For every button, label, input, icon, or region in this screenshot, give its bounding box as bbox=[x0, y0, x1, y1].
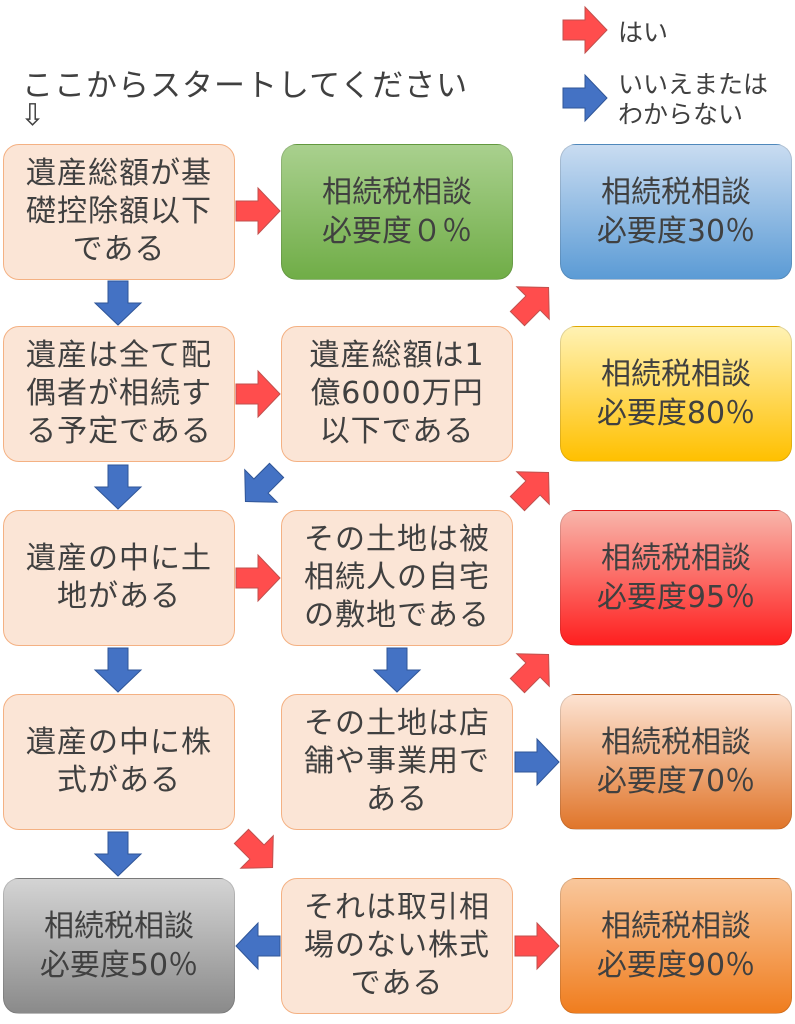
no-arrow-icon bbox=[235, 922, 281, 970]
legend-no-arrow-icon bbox=[562, 74, 608, 122]
question-total-estate-below-deduction: 遺産総額が基 礎控除額以下 である bbox=[3, 144, 235, 280]
question-label: 遺産総額は1 億6000万円 以下である bbox=[309, 338, 485, 449]
result-0-percent: 相続税相談 必要度０％ bbox=[281, 144, 513, 280]
result-label: 相続税相談 必要度90％ bbox=[596, 909, 756, 983]
yes-arrow-icon bbox=[235, 554, 281, 602]
yes-arrow-icon bbox=[500, 270, 566, 336]
question-label: 遺産は全て配 偶者が相続す る予定である bbox=[26, 338, 212, 449]
question-label: その土地は店 舗や事業用で ある bbox=[304, 706, 490, 817]
result-label: 相続税相談 必要度70％ bbox=[596, 725, 756, 799]
legend-yes-label: はい bbox=[618, 18, 669, 47]
no-arrow-icon bbox=[514, 738, 560, 786]
question-label: 遺産の中に土 地がある bbox=[26, 541, 212, 614]
legend-yes-arrow-icon bbox=[562, 6, 608, 54]
yes-arrow-icon bbox=[500, 637, 566, 703]
question-label: その土地は被 相続人の自宅 の敷地である bbox=[304, 522, 490, 633]
result-label: 相続税相談 必要度95％ bbox=[596, 541, 756, 615]
legend-no-label: いいえまたは わからない bbox=[618, 70, 769, 129]
question-land-is-residence: その土地は被 相続人の自宅 の敷地である bbox=[281, 510, 513, 646]
result-95-percent: 相続税相談 必要度95％ bbox=[560, 510, 792, 646]
no-arrow-icon bbox=[94, 831, 142, 877]
question-label: 遺産の中に株 式がある bbox=[26, 725, 212, 798]
start-instruction: ここからスタートしてください bbox=[22, 68, 469, 104]
yes-arrow-icon bbox=[235, 187, 281, 235]
question-has-land: 遺産の中に土 地がある bbox=[3, 510, 235, 646]
result-label: 相続税相談 必要度０％ bbox=[322, 175, 472, 249]
question-all-to-spouse: 遺産は全て配 偶者が相続す る予定である bbox=[3, 326, 235, 462]
question-estate-below-160m: 遺産総額は1 億6000万円 以下である bbox=[281, 326, 513, 462]
yes-arrow-icon bbox=[514, 922, 560, 970]
no-arrow-icon bbox=[94, 280, 142, 326]
question-has-stock: 遺産の中に株 式がある bbox=[3, 694, 235, 830]
question-label: それは取引相 場のない株式 である bbox=[304, 890, 490, 1001]
no-arrow-icon bbox=[94, 464, 142, 510]
yes-arrow-icon bbox=[224, 819, 290, 885]
no-arrow-icon bbox=[373, 647, 421, 693]
question-unlisted-stock: それは取引相 場のない株式 である bbox=[281, 878, 513, 1014]
result-30-percent: 相続税相談 必要度30％ bbox=[560, 144, 792, 280]
result-50-percent: 相続税相談 必要度50％ bbox=[3, 878, 235, 1014]
result-label: 相続税相談 必要度50％ bbox=[39, 909, 199, 983]
start-arrow-icon: ⇩ bbox=[20, 98, 47, 133]
yes-arrow-icon bbox=[500, 455, 566, 521]
result-70-percent: 相続税相談 必要度70％ bbox=[560, 694, 792, 830]
question-land-is-business: その土地は店 舗や事業用で ある bbox=[281, 694, 513, 830]
result-label: 相続税相談 必要度30％ bbox=[596, 175, 756, 249]
result-90-percent: 相続税相談 必要度90％ bbox=[560, 878, 792, 1014]
result-label: 相続税相談 必要度80％ bbox=[596, 357, 756, 431]
question-label: 遺産総額が基 礎控除額以下 である bbox=[26, 156, 212, 267]
no-arrow-icon bbox=[228, 453, 294, 519]
no-arrow-icon bbox=[94, 647, 142, 693]
result-80-percent: 相続税相談 必要度80％ bbox=[560, 326, 792, 462]
yes-arrow-icon bbox=[235, 370, 281, 418]
